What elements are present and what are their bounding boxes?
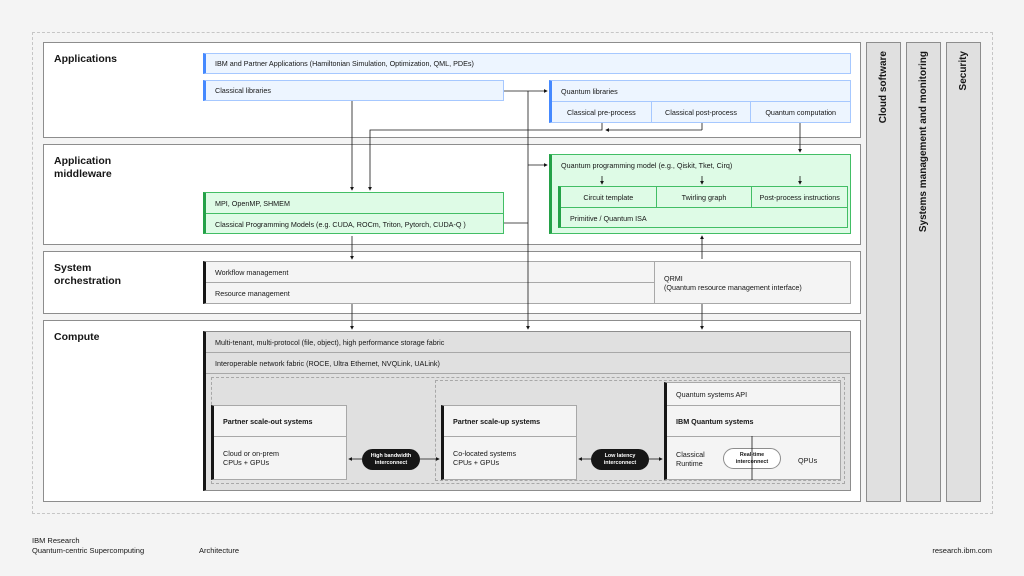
- systems-management-label: Systems management and monitoring: [917, 51, 929, 233]
- scale-up-desc: Co-located systems CPUs + GPUs: [453, 449, 517, 467]
- footer-url[interactable]: research.ibm.com: [932, 546, 992, 555]
- cloud-software-column: Cloud software: [866, 42, 901, 502]
- quantum-systems-api: Quantum systems API: [667, 383, 840, 406]
- ibm-quantum-systems-title: IBM Quantum systems: [667, 406, 840, 437]
- quantum-programming-box: Quantum programming model (e.g., Qiskit,…: [549, 154, 851, 234]
- quantum-computation: Quantum computation: [765, 108, 837, 117]
- orchestration-title: System orchestration: [54, 262, 122, 287]
- resource-management: Resource management: [206, 283, 655, 304]
- footer-org: IBM Research: [32, 536, 80, 545]
- network-fabric: Interoperable network fabric (ROCE, Ultr…: [206, 353, 850, 374]
- classical-middleware-box: MPI, OpenMP, SHMEM Classical Programming…: [203, 192, 504, 234]
- twirling-graph: Twirling graph: [657, 187, 753, 207]
- qpus: QPUs: [798, 456, 818, 465]
- classical-runtime: Classical Runtime: [676, 450, 705, 468]
- applications-title: Applications: [54, 53, 118, 65]
- classical-post-process: Classical post-process: [652, 102, 752, 123]
- scale-out-title: Partner scale-out systems: [214, 406, 346, 437]
- classical-programming-models: Classical Programming Models (e.g. CUDA,…: [215, 219, 466, 229]
- footer-subtitle: Quantum-centric Supercomputing: [32, 546, 145, 555]
- security-label: Security: [957, 51, 969, 91]
- quantum-libraries-box: Quantum libraries Classical pre-process …: [549, 80, 851, 123]
- scale-out-desc: Cloud or on-prem CPUs + GPUs: [223, 449, 279, 467]
- diagram-frame: [32, 32, 993, 514]
- real-time-interconnect: Real-time interconnect: [723, 448, 781, 469]
- storage-fabric: Multi-tenant, multi-protocol (file, obje…: [206, 332, 850, 353]
- circuit-template: Circuit template: [561, 187, 657, 207]
- primitive-quantum-isa: Primitive / Quantum ISA: [570, 213, 647, 223]
- high-bandwidth-interconnect: High bandwidth interconnect: [362, 449, 420, 470]
- mpi-openmp-shmem: MPI, OpenMP, SHMEM: [206, 193, 503, 214]
- footer-section: Architecture: [199, 546, 240, 555]
- scale-up-systems-box: Partner scale-up systems Co-located syst…: [441, 405, 577, 480]
- ibm-partner-applications: IBM and Partner Applications (Hamiltonia…: [203, 53, 851, 74]
- low-latency-interconnect: Low latency interconnect: [591, 449, 649, 470]
- classical-pre-process: Classical pre-process: [552, 102, 652, 123]
- workflow-management: Workflow management: [206, 262, 655, 283]
- scale-up-title: Partner scale-up systems: [444, 406, 576, 437]
- classical-libraries: Classical libraries: [203, 80, 504, 101]
- compute-title: Compute: [54, 331, 100, 343]
- qrmi: QRMI (Quantum resource management interf…: [664, 273, 802, 292]
- middleware-title: Application middleware: [54, 155, 112, 180]
- orchestration-box: Workflow management Resource management …: [203, 261, 851, 304]
- security-column: Security: [946, 42, 981, 502]
- scale-out-systems-box: Partner scale-out systems Cloud or on-pr…: [211, 405, 347, 480]
- cloud-software-label: Cloud software: [877, 51, 889, 124]
- post-process-instructions: Post-process instructions: [759, 192, 840, 202]
- systems-management-column: Systems management and monitoring: [906, 42, 941, 502]
- quantum-programming-model: Quantum programming model (e.g., Qiskit,…: [561, 161, 733, 170]
- quantum-libraries-label: Quantum libraries: [552, 81, 850, 102]
- primitive-isa-box: Circuit template Twirling graph Post-pro…: [558, 186, 848, 228]
